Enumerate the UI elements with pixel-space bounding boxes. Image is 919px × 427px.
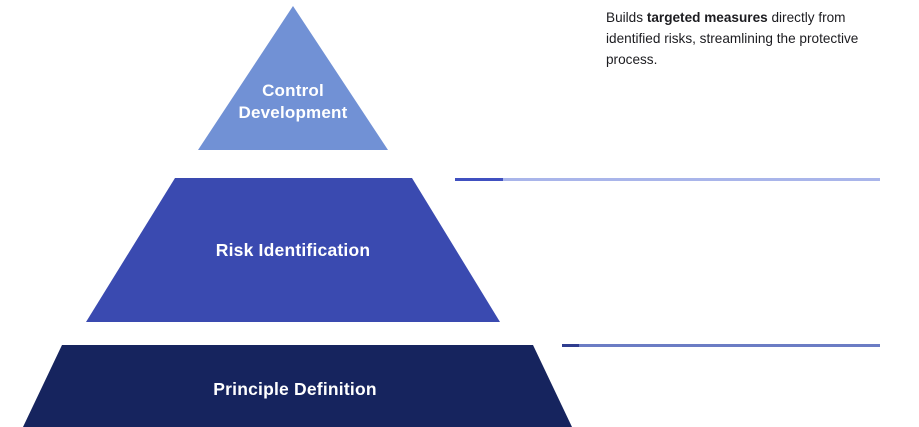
callout-top-tail: directly from identified risks, streamli… [606,10,859,67]
pyramid-layer-bottom-shape[interactable] [23,345,572,427]
callout-top-lead: Builds [606,10,647,25]
callout-top-emphasis: targeted measures [646,10,768,25]
connector-line-bottom [562,344,880,347]
connector-line-middle-stub [455,178,503,181]
pyramid-layer-top-shape[interactable] [198,6,388,150]
connector-line-bottom-stub [562,344,579,347]
connector-line-bottom-rail [579,344,880,347]
pyramid-layer-middle-shape[interactable] [86,178,500,322]
connector-line-middle [455,178,880,181]
connector-line-middle-rail [503,178,880,181]
callout-text-top: Builds targeted measures directly from i… [606,7,878,70]
